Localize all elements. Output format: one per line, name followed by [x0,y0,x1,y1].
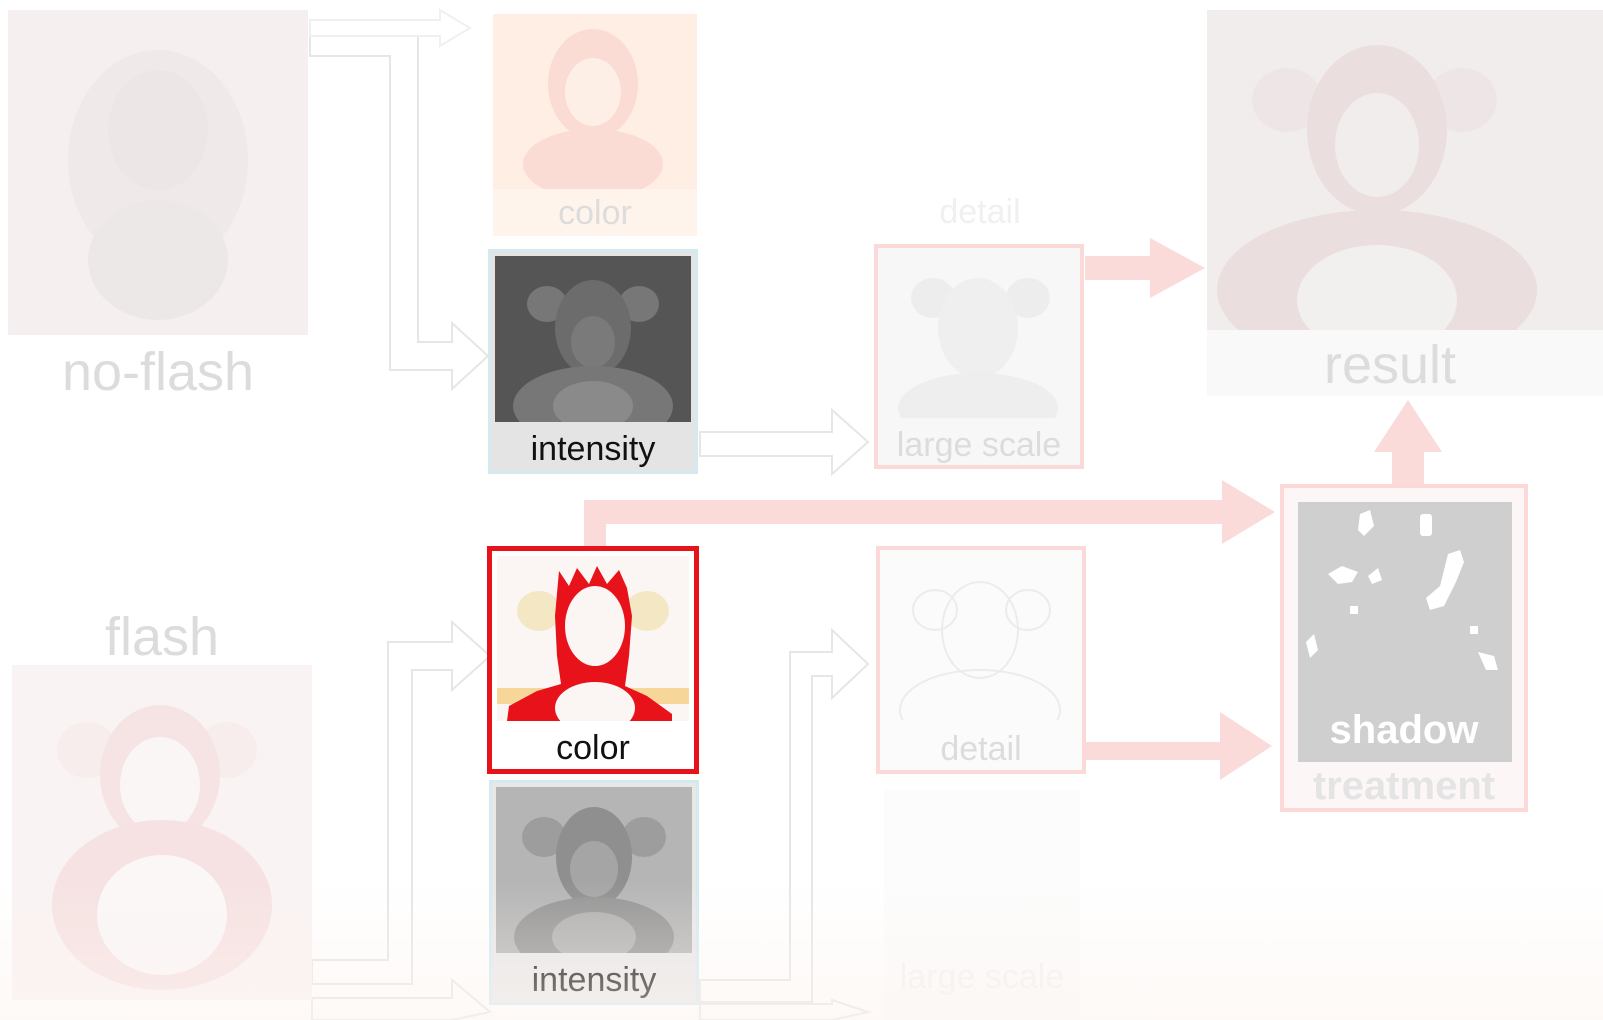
intensity-top-label: intensity [530,430,656,468]
monkey-flash-icon [52,705,272,990]
no-flash-label: no-flash [61,342,255,402]
monkey-color-faded-icon [493,14,697,199]
flash-label: flash [104,607,220,667]
color-top-label: color [558,194,632,232]
monkey-result-icon [1217,45,1537,330]
intensity-bottom-image [496,787,692,953]
arrow-shadow-to-result-icon [1374,400,1442,488]
large-scale-top-label: large scale [896,426,1062,464]
monkey-gray-icon [495,256,691,422]
arrow-intensity-to-largescale-bottom-icon [699,998,872,1020]
arrow-intensity-to-largescale-icon [699,407,870,477]
large-scale-top-panel: large scale [874,244,1084,469]
monkey-dim-icon [68,50,248,320]
intensity-top-image [495,256,691,422]
monkey-detail-icon [899,581,1061,720]
arrow-detail-to-shadow-icon [1085,712,1272,780]
arrow-flash-to-intensity-icon [311,977,493,1020]
color-top-panel: color [493,14,697,236]
result-label: result [1323,335,1457,395]
result-label-bar [1207,330,1603,396]
color-bottom-panel: color [487,546,699,774]
arrow-noflash-to-intensity-icon [309,31,490,392]
arrow-color-to-shadow-icon [584,480,1275,548]
arrow-intensity-to-detail-icon [699,627,870,1003]
flash-image [12,665,312,1000]
color-bottom-label: color [556,729,630,767]
monkey-red-icon [497,556,689,721]
arrow-noflash-to-color-icon [309,8,472,48]
intensity-top-panel: intensity [488,249,698,474]
large-scale-bottom-label: large scale [899,958,1065,996]
arrow-flash-to-color-icon [311,619,492,985]
no-flash-image [8,10,308,335]
shadow-label: shadow [1329,708,1479,752]
shadow-treatment-panel: shadow treatment [1280,484,1528,812]
shadow-mask-icon [1306,510,1498,670]
intensity-bottom-panel: intensity [489,780,699,1005]
shadow-mask-image [1298,502,1512,762]
color-bottom-image [497,556,689,721]
result-image [1207,10,1603,330]
intensity-bottom-label: intensity [531,961,657,999]
detail-bottom-panel: detail [876,546,1086,774]
monkey-gray-flash-icon [496,787,692,953]
monkey-smooth-icon [898,278,1058,418]
arrow-largescale-to-result-icon [1085,238,1205,298]
detail-top-label: detail [939,193,1021,231]
detail-bottom-label: detail [940,730,1022,768]
treatment-label: treatment [1312,764,1496,808]
